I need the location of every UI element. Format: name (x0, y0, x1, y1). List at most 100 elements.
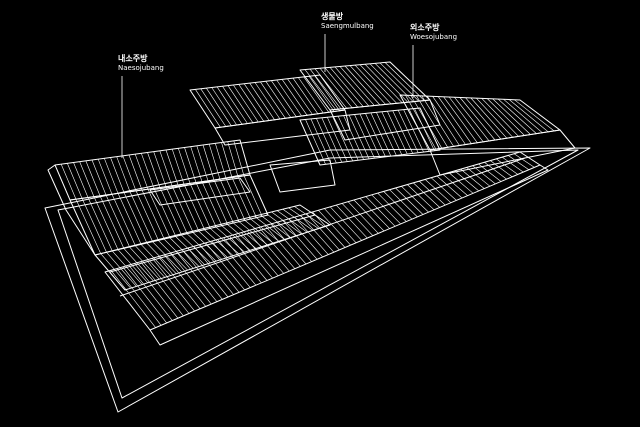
label-saengmulbang-ko: 생물방 (321, 12, 344, 21)
west-wing-roof-tiles (60, 140, 263, 254)
roof-tile-line (252, 228, 290, 272)
roof-tile-line (141, 153, 155, 189)
roof-tile-line (208, 226, 240, 255)
roof-tile-line (288, 218, 323, 258)
roof-tile-line (353, 199, 385, 232)
roof-tile-line (243, 175, 263, 217)
roof-tile-line (258, 227, 296, 269)
roof-tile-line (427, 95, 460, 146)
roof-tile-line (460, 168, 485, 189)
roof-tile-line (191, 231, 223, 260)
label-saengmulbang: 생물방 Saengmulbang (321, 13, 374, 30)
roof-tile-line (235, 234, 273, 279)
roof-tile-line (117, 249, 149, 284)
roof-tile-line (175, 251, 218, 302)
roof-tile-line (321, 117, 343, 163)
roof-tile-line (407, 184, 435, 211)
roof-tile-line (196, 145, 209, 181)
roof-tile-line (265, 81, 292, 118)
roof-tile-line (370, 112, 392, 157)
roof-tile-line (75, 199, 102, 254)
roof-tile-line (225, 222, 257, 249)
roof-tile-line (111, 194, 136, 246)
roof-tile-line (237, 220, 268, 246)
roof-tile-line (171, 185, 194, 233)
roof-tile-line (180, 233, 211, 264)
roof-tile-line (195, 182, 217, 228)
roof-tile-line (392, 110, 413, 154)
roof-tile-line (337, 116, 359, 161)
roof-tile-line (403, 109, 424, 153)
roof-tile-line (288, 207, 319, 229)
roof-tile-line (470, 97, 508, 139)
roof-tile-line (202, 228, 234, 256)
south-wing-roof-tiles (110, 153, 535, 328)
roof-tile-line (508, 99, 549, 133)
roof-tile-line (111, 250, 143, 285)
south-wing-roof (104, 151, 549, 346)
roof-tile-line (354, 64, 392, 105)
roof-tile-line (231, 221, 262, 247)
ground-platform (44, 147, 591, 413)
roof-tile-line (168, 236, 200, 267)
roof-tile-line (292, 77, 319, 114)
roof-tile-line (117, 193, 142, 245)
roof-tile-line (271, 80, 297, 117)
roof-tile-line (418, 180, 446, 206)
roof-tile-line (316, 118, 337, 164)
roof-tile-line (238, 84, 265, 122)
roof-tile-line (181, 249, 223, 300)
roof-tile-line (184, 147, 197, 183)
roof-tile-line (105, 194, 130, 248)
roof-tile-line (222, 86, 248, 124)
roof-tile-line (165, 186, 188, 234)
roof-tile-line (116, 268, 162, 326)
roof-tile-line (202, 144, 215, 181)
roof-tile-line (490, 160, 513, 178)
roof-tile-line (220, 224, 251, 251)
roof-tile-line (466, 167, 491, 187)
roof-tile-line (314, 75, 340, 111)
roof-tile-line (282, 208, 314, 231)
label-naesojubang-en: Naesojubang (118, 64, 164, 72)
roof-tile-line (146, 242, 177, 275)
roof-tile-line (496, 158, 518, 175)
roof-tile-line (312, 211, 346, 248)
roof-tile-line (287, 78, 313, 115)
inner-wing-roof-tiles (100, 206, 325, 289)
roof-tile-line (249, 82, 275, 120)
roof-tile-line (437, 96, 472, 144)
east-wing-roof-tiles (405, 95, 555, 150)
roof-tile-line (443, 96, 478, 143)
roof-tile-line (334, 66, 370, 107)
roof-tile-line (472, 165, 496, 185)
roof-tile-line (354, 114, 375, 159)
roof-tile-line (140, 261, 184, 317)
roof-tile-line (122, 266, 167, 324)
roof-tile-line (237, 176, 257, 218)
roof-tile-line (259, 214, 291, 238)
roof-tile-line (195, 89, 221, 128)
label-woesojubang-ko: 외소주방 (410, 23, 440, 32)
roof-tile-line (87, 197, 113, 252)
roof-tile-line (225, 178, 246, 221)
roof-tile-line (492, 98, 531, 135)
roof-tile-line (79, 161, 95, 197)
roof-tile-line (476, 97, 513, 138)
roof-tile-line (219, 179, 240, 222)
roof-tile-line (110, 270, 156, 328)
roof-tile-line (151, 240, 183, 273)
roof-tile-line (229, 235, 268, 281)
roof-tile-line (193, 246, 234, 295)
roof-tile-line (227, 85, 254, 123)
roof-tile-line (254, 82, 281, 120)
roof-tile-line (248, 217, 279, 242)
roof-tile-line (304, 69, 336, 110)
roof-tile-line (305, 119, 326, 165)
roof-tile-line (60, 164, 77, 200)
roof-tile-line (197, 229, 228, 258)
roof-tile-line (314, 68, 347, 109)
roof-tile-line (135, 190, 159, 241)
roof-tile-line (134, 245, 166, 278)
roof-tile-line (141, 189, 165, 240)
